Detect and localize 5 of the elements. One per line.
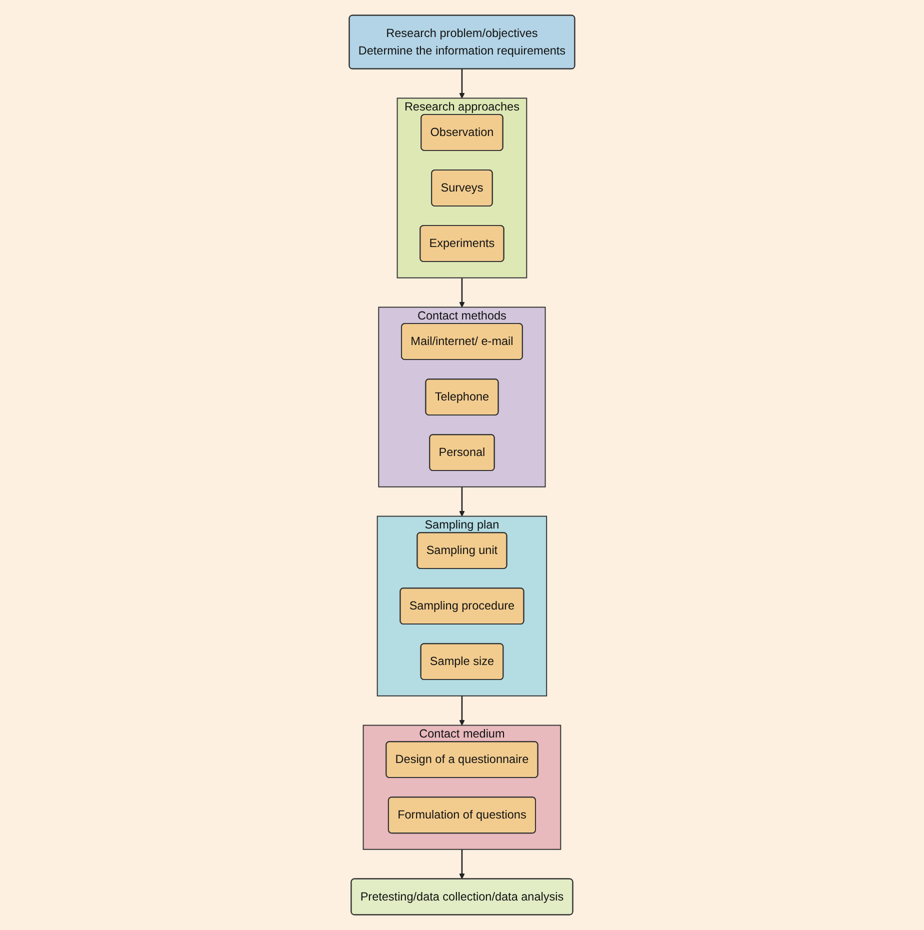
arrow — [459, 696, 465, 726]
arrow — [459, 278, 465, 308]
arrow — [459, 486, 465, 517]
arrow — [459, 849, 465, 880]
arrow — [459, 68, 465, 98]
